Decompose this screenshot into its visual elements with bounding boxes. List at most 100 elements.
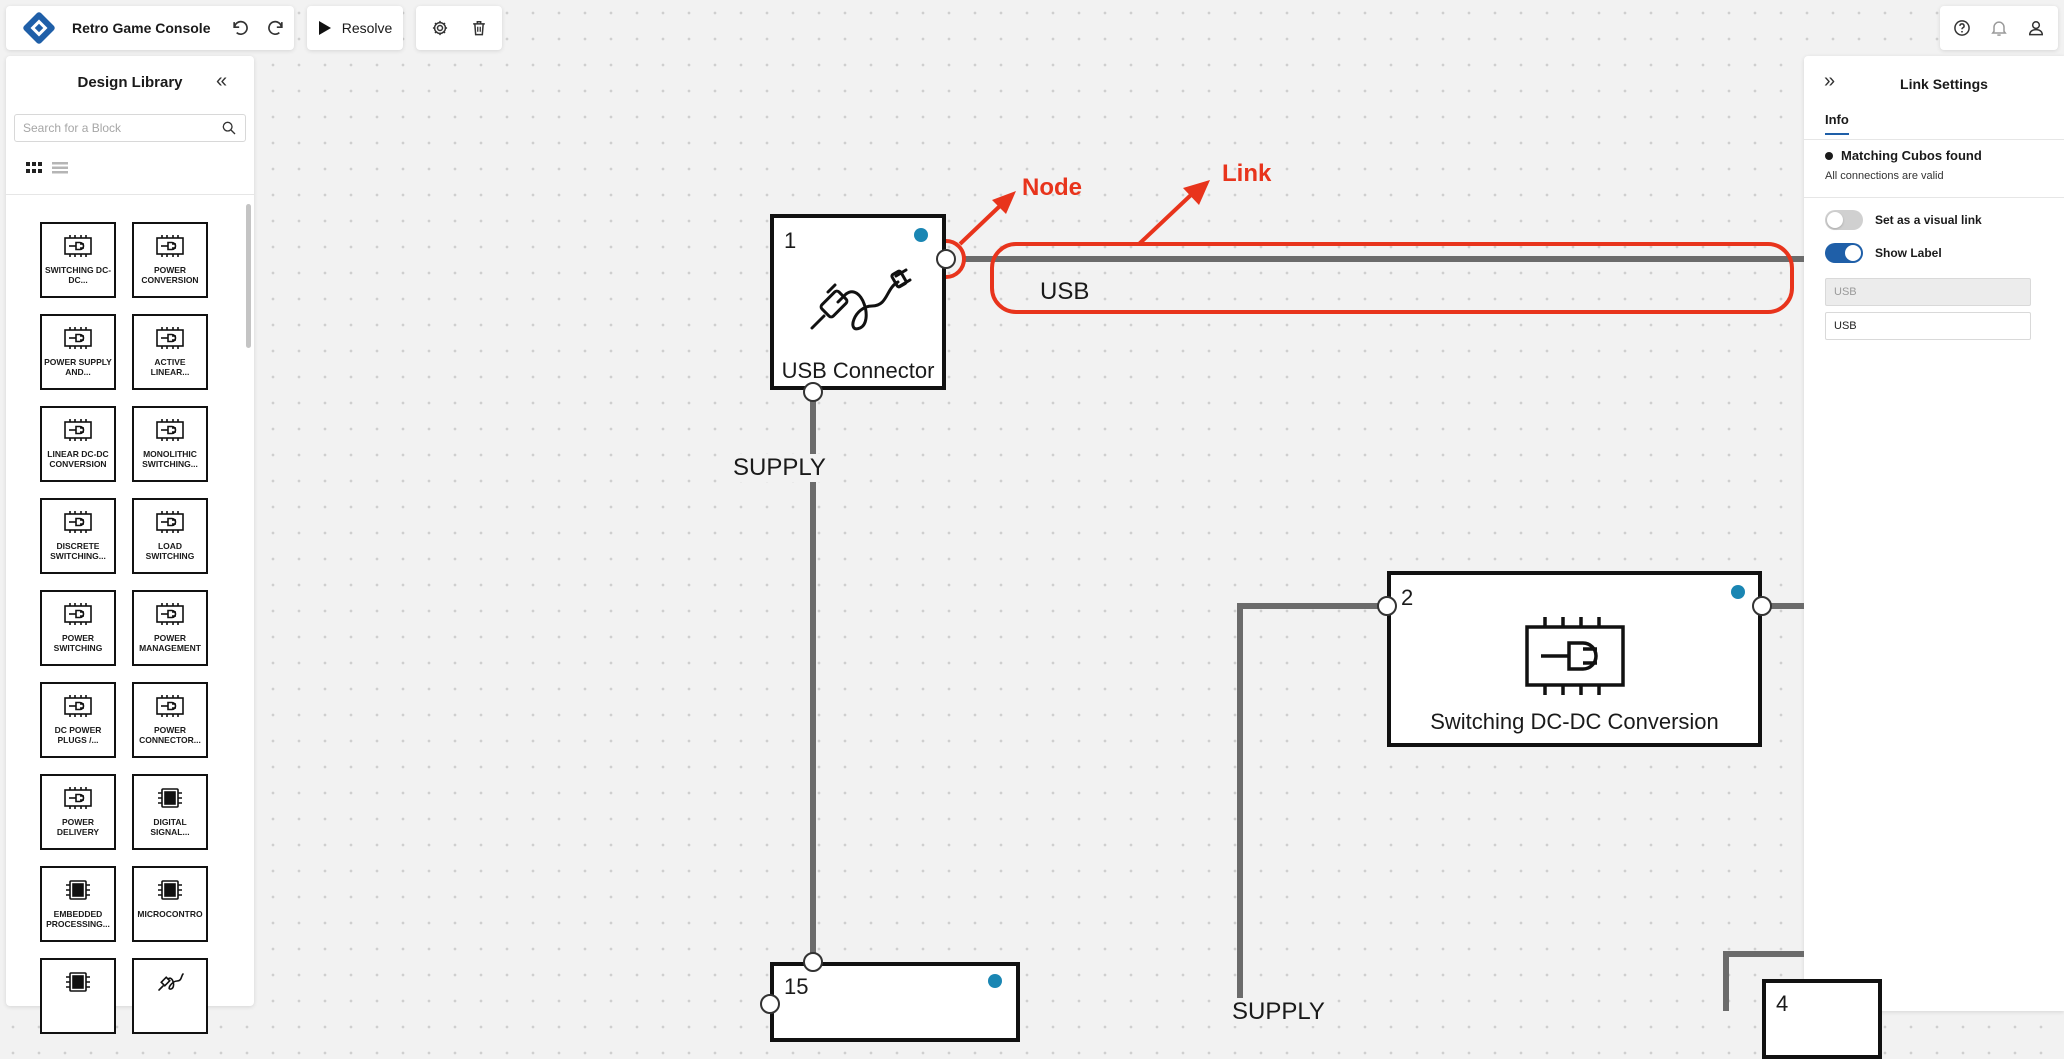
library-block[interactable]: POWER CONVERSION [132,222,208,298]
chip-plug-icon [63,326,93,355]
match-status: Matching Cubos found [1825,148,1982,163]
node-switching-dc-dc[interactable]: 2 Switching DC-DC Conversion [1387,571,1762,747]
settings-button[interactable] [422,10,458,46]
undo-icon [233,20,248,35]
node-port-bottom[interactable] [803,382,823,402]
library-block[interactable]: MICROCONTRO [132,866,208,942]
design-library-panel: Design Library « SWITCHING DC-DC... POWER… [6,56,254,1034]
resolve-label: Resolve [341,20,393,36]
library-block-label: LINEAR DC-DC CONVERSION [47,449,109,469]
search-icon[interactable] [221,120,237,136]
chip-plug-icon [155,694,185,723]
chip-plug-icon [63,786,93,815]
chip-icon [155,878,185,907]
node-usb-connector[interactable]: 1 USB Connector [770,214,946,390]
library-block[interactable]: POWER CONNECTOR... [132,682,208,758]
status-dot-icon [1825,151,1833,160]
show-label-label: Show Label [1875,246,1942,260]
tab-info[interactable]: Info [1825,112,1849,135]
library-block-label: POWER CONVERSION [141,265,199,285]
status-dot-icon [914,228,928,242]
visual-link-toggle[interactable] [1825,210,1863,230]
chip-plug-icon [63,510,93,539]
node-port-right[interactable] [1752,596,1772,616]
visual-link-label: Set as a visual link [1875,213,1982,227]
search-input[interactable] [23,121,221,135]
library-block[interactable]: POWER MANAGEMENT [132,590,208,666]
show-label-toggle[interactable] [1825,243,1863,263]
chip-plug-icon [63,234,93,263]
library-block[interactable]: EMBEDDED PROCESSING... [40,866,116,942]
status-dot-icon [1731,585,1745,599]
chip-plug-icon [155,510,185,539]
node-title: Switching DC-DC Conversion [1430,709,1719,734]
label-input[interactable] [1825,312,2031,340]
library-block[interactable]: LOAD SWITCHING [132,498,208,574]
library-block-label: DIGITAL SIGNAL... [150,817,190,837]
library-block[interactable]: SWITCHING DC-DC... [40,222,116,298]
library-block-label: EMBEDDED PROCESSING... [46,909,110,929]
link-highlight-outline [990,242,1794,314]
list-view-icon[interactable] [52,162,68,174]
node-15[interactable]: 15 [770,962,1020,1042]
redo-icon [268,20,283,35]
grid-view-icon[interactable] [26,162,42,174]
node-port-top[interactable] [803,952,823,972]
app-logo-icon[interactable] [22,11,56,45]
chip-plug-icon [1525,617,1625,695]
link-annotation-arrow [1137,192,1194,246]
library-block-label: POWER CONNECTOR... [139,725,201,745]
library-scrollbar[interactable] [246,204,251,348]
library-block[interactable]: ACTIVE LINEAR... [132,314,208,390]
edge-label-supply-bottom[interactable]: SUPPLY [1230,998,1327,1026]
node-title: USB Connector [781,358,935,383]
resolve-button[interactable]: Resolve [307,6,403,50]
delete-button[interactable] [461,10,497,46]
settings-title: Link Settings [1900,76,1988,92]
library-block[interactable]: POWER SUPPLY AND... [40,314,116,390]
library-block[interactable]: DIGITAL SIGNAL... [132,774,208,850]
supply-link-node2[interactable] [1237,603,1387,1011]
library-block-label: DISCRETE SWITCHING... [50,541,106,561]
node-port-left[interactable] [760,994,780,1014]
edge-label-usb[interactable]: USB [1038,278,1092,306]
chip-plug-icon [63,694,93,723]
library-search [14,114,246,142]
project-header: Retro Game Console [6,6,294,50]
collapse-settings-button[interactable]: » [1824,70,1836,92]
tab-divider [1804,139,2064,140]
status-dot-icon [988,974,1002,988]
library-block-label: POWER MANAGEMENT [139,633,201,653]
collapse-library-button[interactable]: « [216,70,228,92]
redo-button[interactable] [258,10,294,46]
help-icon [1954,20,1971,36]
notifications-button[interactable] [1981,10,2017,46]
library-block[interactable] [40,958,116,1034]
node-number: 1 [784,228,797,253]
undo-button[interactable] [222,10,258,46]
node-number: 15 [784,974,809,999]
annotation-link: Link [1222,160,1272,187]
help-button[interactable] [1944,10,1980,46]
design-canvas[interactable]: 1 USB Connector 2 [254,56,1882,1059]
account-button[interactable] [2018,10,2054,46]
chip-plug-icon [155,234,185,263]
node-port-right[interactable] [936,249,956,269]
edge-label-supply[interactable]: SUPPLY [731,454,828,482]
chip-icon [155,786,185,815]
library-block[interactable]: MONOLITHIC SWITCHING... [132,406,208,482]
toolbar [416,6,502,50]
library-block[interactable]: POWER SWITCHING [40,590,116,666]
node-4[interactable]: 4 [1762,979,1882,1059]
library-block[interactable]: DC POWER PLUGS /... [40,682,116,758]
library-block-label: DC POWER PLUGS /... [54,725,102,745]
library-block[interactable]: DISCRETE SWITCHING... [40,498,116,574]
library-block[interactable]: LINEAR DC-DC CONVERSION [40,406,116,482]
link-node4[interactable] [1723,951,1804,1011]
library-title: Design Library [77,74,183,91]
library-block-label: POWER SWITCHING [53,633,103,653]
library-block[interactable]: POWER DELIVERY [40,774,116,850]
node-port-left[interactable] [1377,596,1397,616]
library-block[interactable] [132,958,208,1034]
node-annotation-arrow [958,202,1004,246]
